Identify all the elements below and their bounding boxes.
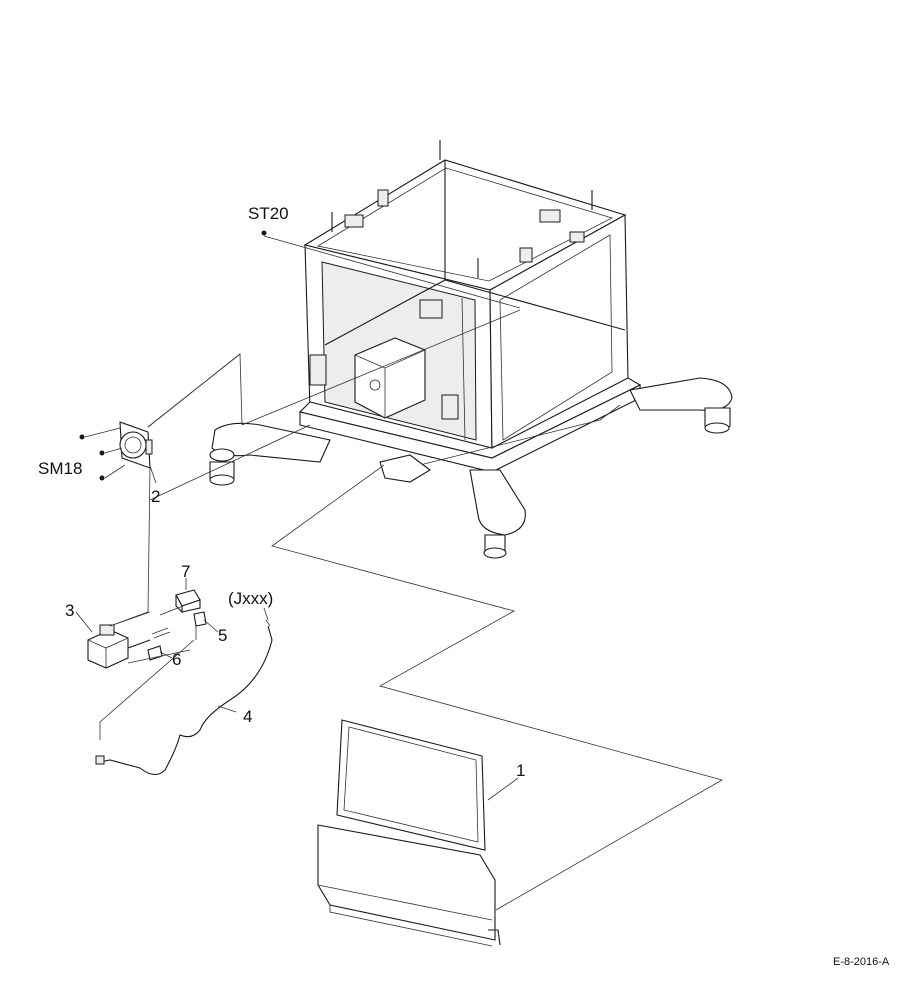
part-5-connector: [193, 611, 207, 640]
callout-st20: ST20: [248, 204, 289, 223]
part-4-harness: [95, 619, 273, 776]
caster-stand: [209, 377, 733, 559]
callout-3: 3: [65, 601, 74, 620]
callout-6: 6: [172, 650, 181, 669]
callout-jxxx: (Jxxx): [228, 589, 273, 608]
part-3-solenoid: [87, 624, 171, 669]
part-1-cover: [317, 719, 501, 947]
callout-7: 7: [181, 562, 190, 581]
part-6-connector: [147, 645, 163, 661]
st20-screw: [261, 230, 267, 236]
callout-2: 2: [151, 487, 160, 506]
figure-id: E-8-2016-A: [833, 956, 890, 968]
callout-sm18: SM18: [38, 459, 82, 478]
part-7-sensor: [175, 589, 201, 614]
callout-4: 4: [243, 707, 252, 726]
sm18-screws: [79, 427, 126, 481]
callout-5: 5: [218, 626, 227, 645]
callout-leaders: [75, 465, 519, 801]
assembly-lines: [99, 235, 724, 911]
callout-1: 1: [516, 761, 525, 780]
part-2-motor-bracket: [119, 421, 153, 469]
feeder-cabinet: [298, 140, 642, 473]
